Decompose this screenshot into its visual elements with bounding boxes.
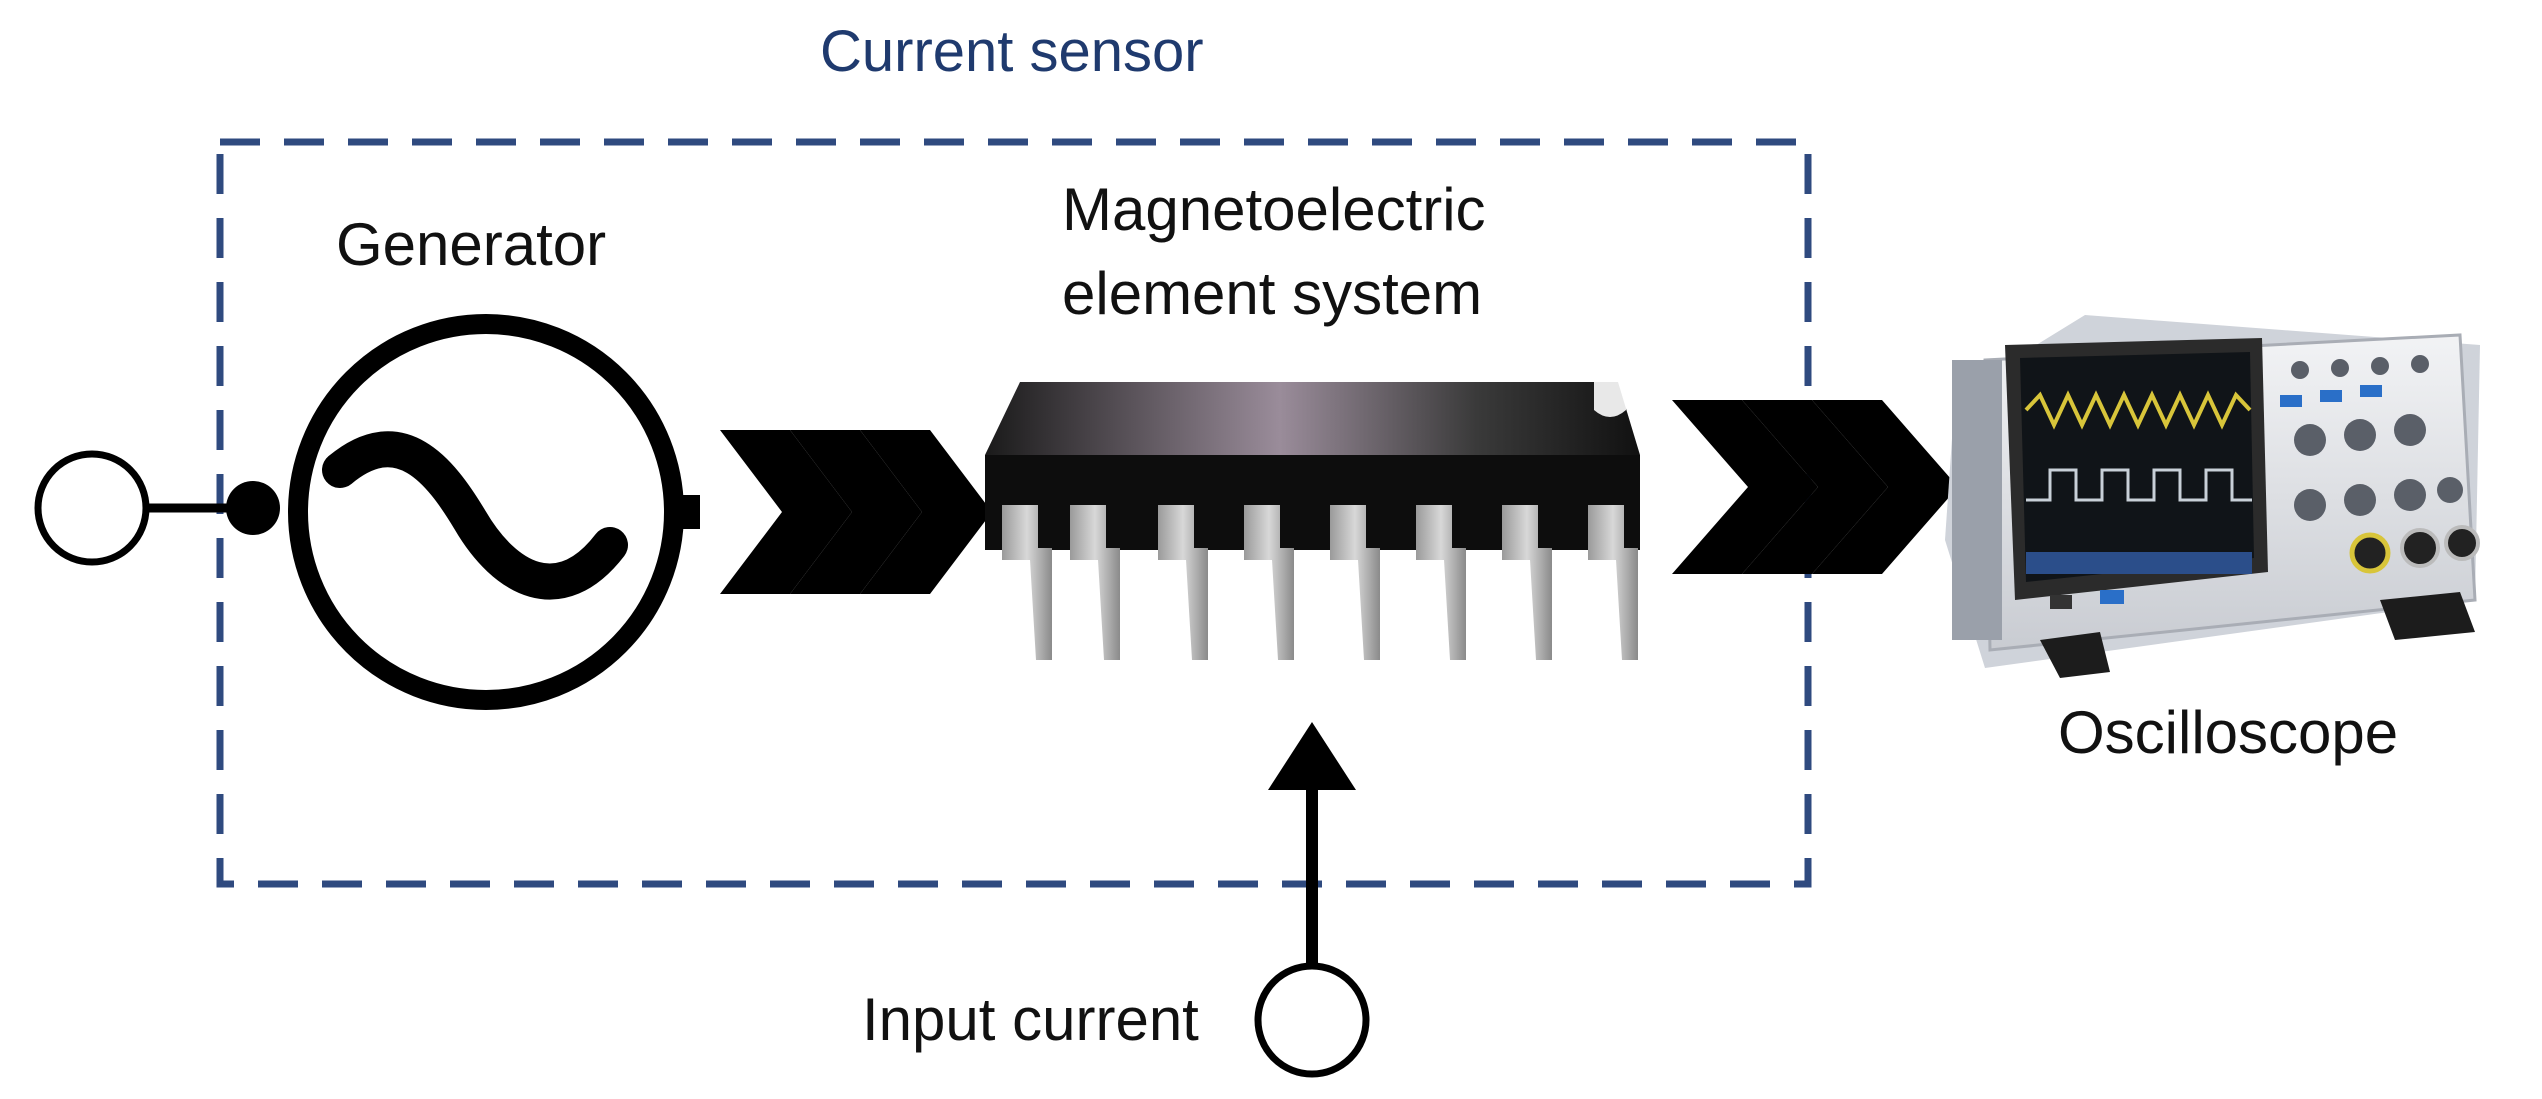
magnetoelectric-label: Magnetoelectric element system bbox=[1062, 168, 1486, 336]
oscilloscope-label: Oscilloscope bbox=[2058, 699, 2399, 766]
oscilloscope-icon bbox=[1945, 315, 2480, 678]
input-current-label: Input current bbox=[862, 986, 1199, 1053]
magnetoelectric-chip-icon bbox=[985, 382, 1640, 660]
generator-icon bbox=[34, 314, 700, 710]
magnetoelectric-label-line2: element system bbox=[1062, 260, 1483, 327]
input-current-arrow-icon bbox=[1254, 722, 1370, 1078]
output-chevrons-icon bbox=[1672, 400, 1958, 574]
magnetoelectric-label-line1: Magnetoelectric bbox=[1062, 176, 1486, 243]
current-sensor-title: Current sensor bbox=[820, 19, 1204, 84]
signal-chevrons-icon bbox=[720, 430, 992, 594]
generator-label: Generator bbox=[336, 211, 607, 278]
